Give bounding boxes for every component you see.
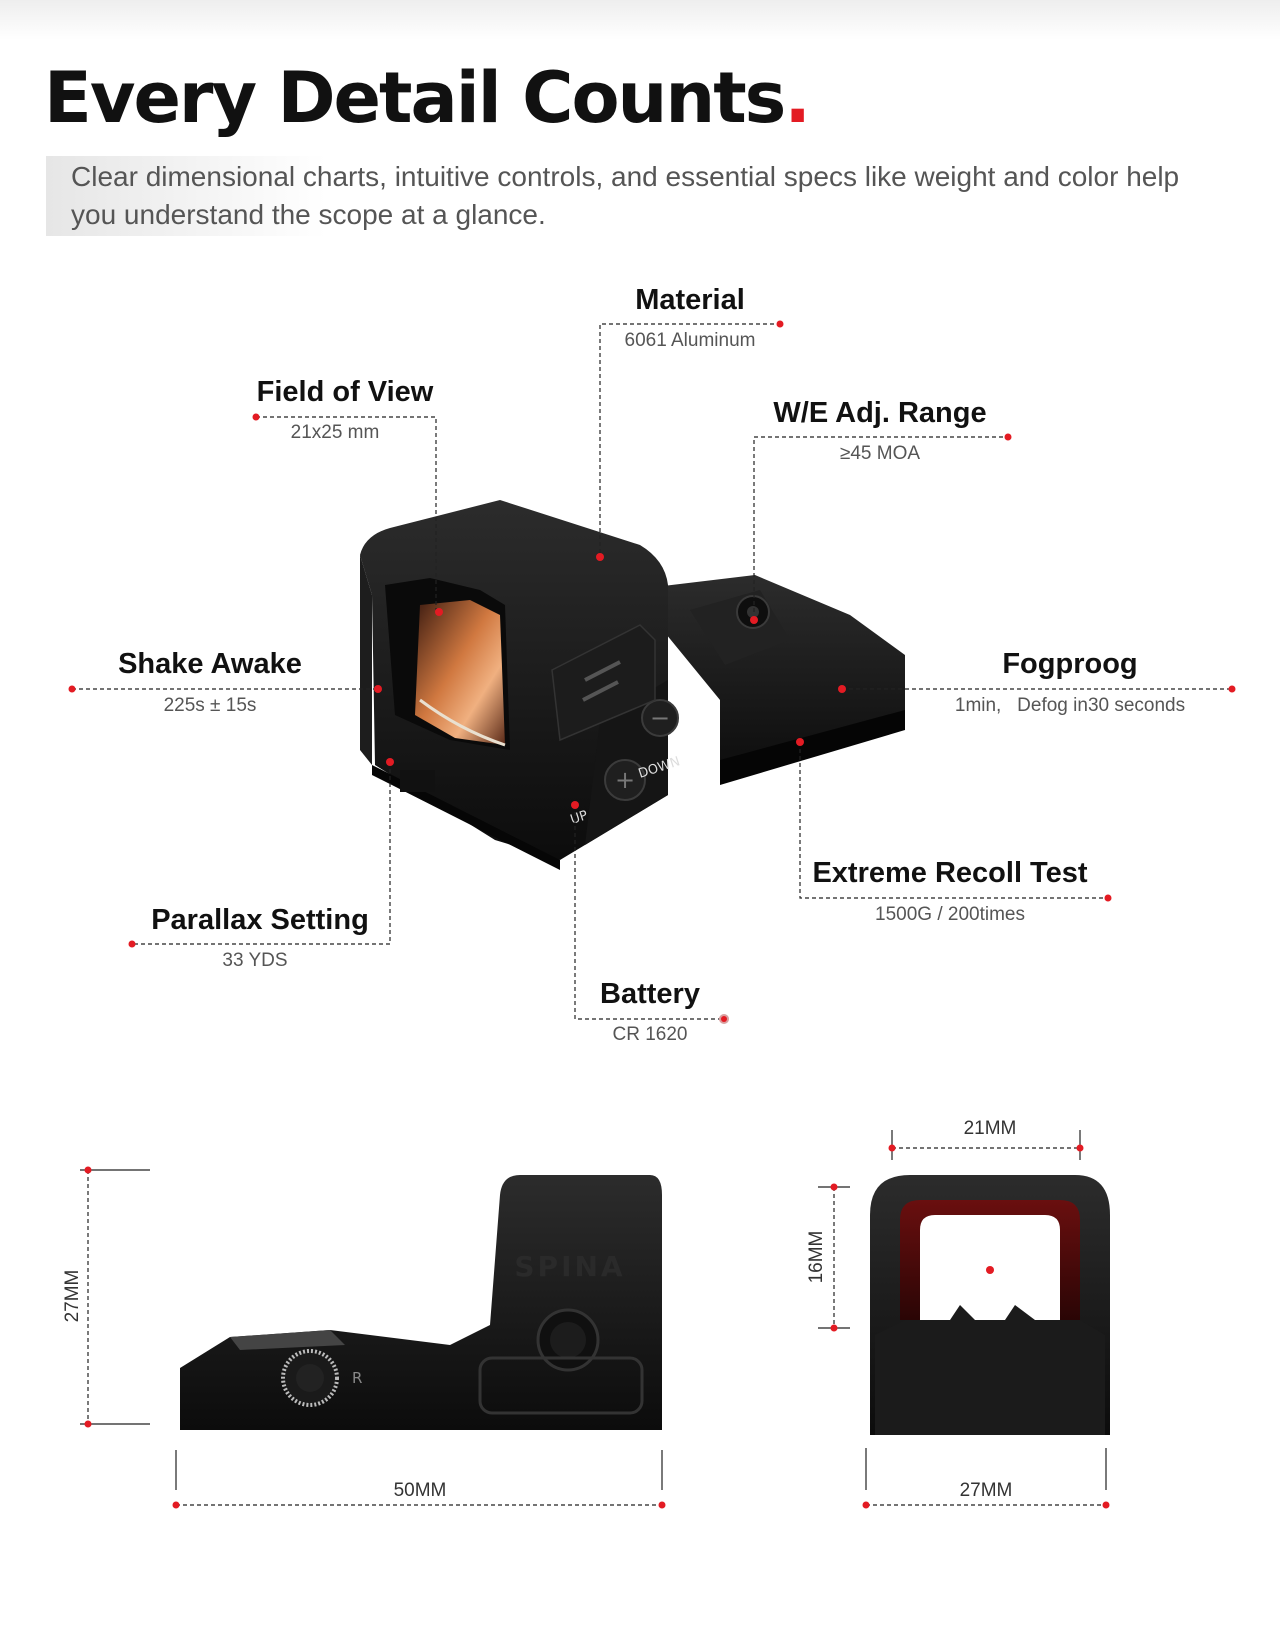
top-fade-bar xyxy=(0,0,1280,40)
battery-value: CR 1620 xyxy=(612,1024,688,1045)
svg-text:−: − xyxy=(650,704,670,732)
fogproof-label: Fogproog xyxy=(1002,648,1138,680)
recoil-label: Extreme Recoll Test xyxy=(812,857,1088,889)
dimension-dashes xyxy=(87,1147,1106,1506)
material-label: Material xyxy=(635,284,745,316)
material-value: 6061 Aluminum xyxy=(624,330,756,351)
page-title: Every Detail Counts. xyxy=(44,57,811,139)
page-subtitle: Clear dimensional charts, intuitive cont… xyxy=(71,161,1180,230)
shake-awake-label: Shake Awake xyxy=(118,648,302,680)
sight-side-view: SPINA R xyxy=(180,1175,662,1430)
subtitle-highlight xyxy=(46,156,326,236)
adj-range-value: ≥45 MOA xyxy=(839,443,921,464)
fogproof-value: 1min, Defog in30 seconds xyxy=(954,695,1186,716)
callout-dots xyxy=(68,320,1236,1024)
parallax-value: 33 YDS xyxy=(222,950,288,971)
sight-main-illustration: + − xyxy=(360,500,905,870)
up-mark: UP xyxy=(569,808,590,828)
height-dimension: 27MM xyxy=(62,1269,83,1323)
recoil-value: 1500G / 200times xyxy=(875,904,1025,925)
window-height-dimension: 16MM xyxy=(806,1230,827,1284)
brand-mark: SPINA xyxy=(514,1250,625,1283)
window-width-dimension: 21MM xyxy=(963,1118,1017,1139)
dimension-dots xyxy=(84,1144,1110,1509)
callout-lines xyxy=(72,323,1232,1020)
field-of-view-label: Field of View xyxy=(256,376,434,408)
adj-range-label: W/E Adj. Range xyxy=(773,397,987,429)
length-dimension: 50MM xyxy=(393,1480,447,1501)
sight-front-view xyxy=(870,1175,1110,1435)
rotate-mark: R xyxy=(352,1369,362,1387)
svg-text:+: + xyxy=(615,766,635,794)
title-accent-dot: . xyxy=(784,57,811,139)
battery-label: Battery xyxy=(600,978,700,1010)
body-width-dimension: 27MM xyxy=(959,1480,1013,1501)
field-of-view-value: 21x25 mm xyxy=(290,422,380,443)
shake-awake-value: 225s ± 15s xyxy=(163,695,257,716)
parallax-label: Parallax Setting xyxy=(151,904,369,936)
